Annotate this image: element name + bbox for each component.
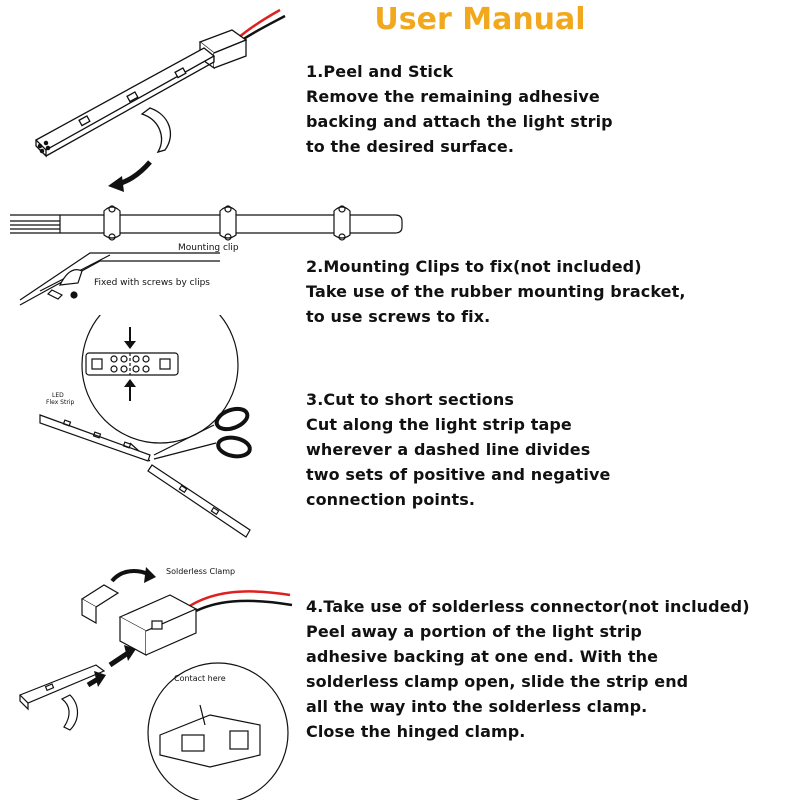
step-4-line: Close the hinged clamp.: [306, 722, 526, 741]
step-4-line: solderless clamp open, slide the strip e…: [306, 672, 689, 691]
flex-strip-label: Flex Strip: [46, 399, 74, 406]
led-label: LED: [52, 392, 64, 399]
step-2-line: Take use of the rubber mounting bracket,: [306, 282, 686, 301]
step-1-line: Remove the remaining adhesive: [306, 87, 600, 106]
step-1-line: backing and attach the light strip: [306, 112, 613, 131]
fixed-with-screws-label: Fixed with screws by clips: [94, 278, 210, 288]
step-4-line: Peel away a portion of the light strip: [306, 622, 642, 641]
step-3: 3.Cut to short sections Cut along the li…: [306, 387, 796, 512]
mounting-clip-illustration: Mounting clip Fixed with screws by clips: [10, 205, 403, 306]
contact-here-label: Contact here: [174, 674, 226, 683]
step-3-line: connection points.: [306, 490, 476, 509]
solderless-clamp-label: Solderless Clamp: [166, 567, 235, 576]
step-1-line: to the desired surface.: [306, 137, 515, 156]
step-1: 1.Peel and Stick Remove the remaining ad…: [306, 59, 796, 159]
step-4-line: adhesive backing at one end. With the: [306, 647, 659, 666]
page-title: User Manual: [374, 2, 586, 37]
step-4-line: all the way into the solderless clamp.: [306, 697, 648, 716]
step-2: 2.Mounting Clips to fix(not included) Ta…: [306, 254, 796, 329]
step-3-line: wherever a dashed line divides: [306, 440, 591, 459]
step-3-line: two sets of positive and negative: [306, 465, 611, 484]
step-2-heading: 2.Mounting Clips to fix(not included): [306, 257, 642, 276]
step-2-line: to use screws to fix.: [306, 307, 491, 326]
solderless-connector-illustration: Solderless Clamp Contact here: [18, 567, 293, 800]
mounting-clip-label: Mounting clip: [178, 243, 239, 253]
cut-sections-illustration: LED Flex Strip: [39, 315, 252, 538]
step-3-heading: 3.Cut to short sections: [306, 390, 514, 409]
step-1-heading: 1.Peel and Stick: [306, 62, 454, 81]
step-4: 4.Take use of solderless connector(not i…: [306, 594, 796, 744]
step-4-heading: 4.Take use of solderless connector(not i…: [306, 597, 750, 616]
peel-and-stick-illustration: [34, 8, 286, 192]
step-3-line: Cut along the light strip tape: [306, 415, 572, 434]
